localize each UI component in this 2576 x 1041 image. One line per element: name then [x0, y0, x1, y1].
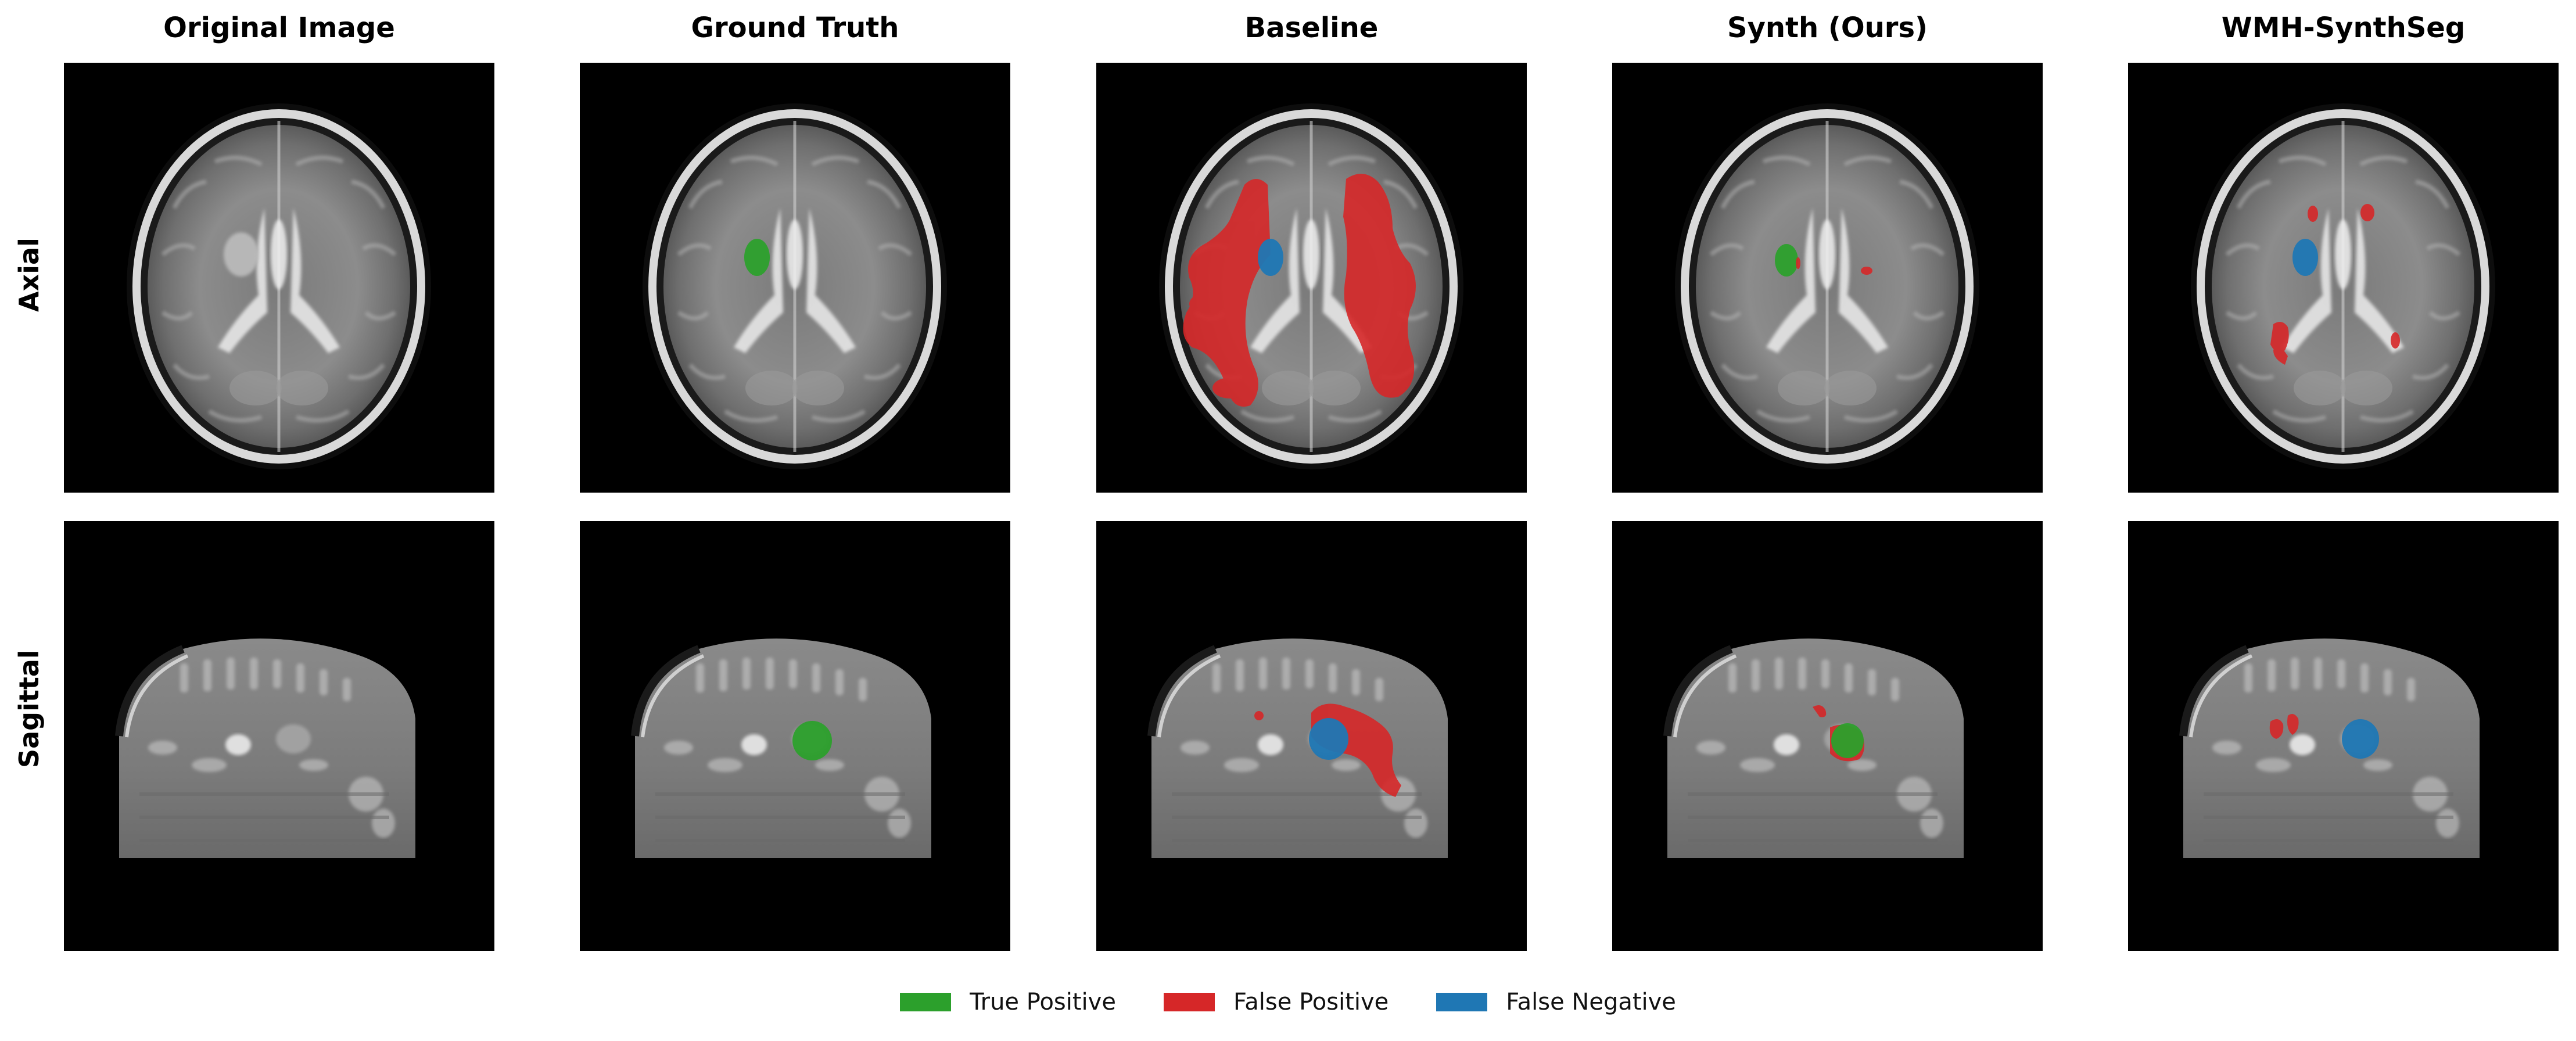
overlay-true-positive: [1831, 723, 1864, 758]
legend-swatch-true-positive: [900, 993, 952, 1011]
overlay-false-negative: [1258, 239, 1283, 276]
overlay-true-positive: [744, 239, 770, 276]
column-title-original: Original Image: [163, 12, 395, 44]
overlay-false-negative: [1309, 718, 1348, 760]
overlay-false-positive: [1183, 174, 1416, 407]
overlay-false-negative: [2342, 719, 2379, 759]
overlay-true-positive: [1775, 244, 1798, 277]
legend-item-true-positive: True Positive: [900, 989, 1116, 1015]
overlay-false-positive: [2270, 204, 2400, 365]
row-title-axial: Axial: [13, 238, 45, 312]
panel-sagittal-baseline: [1096, 521, 1527, 951]
column-title-ground-truth: Ground Truth: [691, 12, 899, 44]
panel-sagittal-original: [64, 521, 494, 951]
overlay-false-negative: [2292, 239, 2318, 276]
legend-swatch-false-positive: [1163, 993, 1215, 1011]
legend-item-false-positive: False Positive: [1163, 989, 1389, 1015]
overlay-false-positive: [1796, 257, 1872, 275]
legend: True Positive False Positive False Negat…: [0, 985, 2576, 1020]
panel-axial-wmh-synthseg: [2128, 63, 2559, 493]
column-title-wmh-synthseg: WMH-SynthSeg: [2221, 12, 2466, 44]
overlay-false-positive: [2269, 713, 2299, 739]
panel-axial-original: [64, 63, 494, 493]
panel-axial-synth: [1612, 63, 2043, 493]
legend-label-false-positive: False Positive: [1233, 989, 1389, 1015]
panel-axial-ground-truth: [580, 63, 1010, 493]
legend-label-false-negative: False Negative: [1506, 989, 1676, 1015]
overlay-true-positive: [792, 721, 832, 760]
legend-swatch-false-negative: [1436, 993, 1488, 1011]
panel-axial-baseline: [1096, 63, 1527, 493]
column-title-baseline: Baseline: [1244, 12, 1379, 44]
column-title-synth: Synth (Ours): [1727, 12, 1928, 44]
row-title-sagittal: Sagittal: [13, 649, 45, 768]
panel-sagittal-synth: [1612, 521, 2043, 951]
legend-label-true-positive: True Positive: [970, 989, 1116, 1015]
panel-sagittal-ground-truth: [580, 521, 1010, 951]
panel-sagittal-wmh-synthseg: [2128, 521, 2559, 951]
legend-item-false-negative: False Negative: [1436, 989, 1676, 1015]
